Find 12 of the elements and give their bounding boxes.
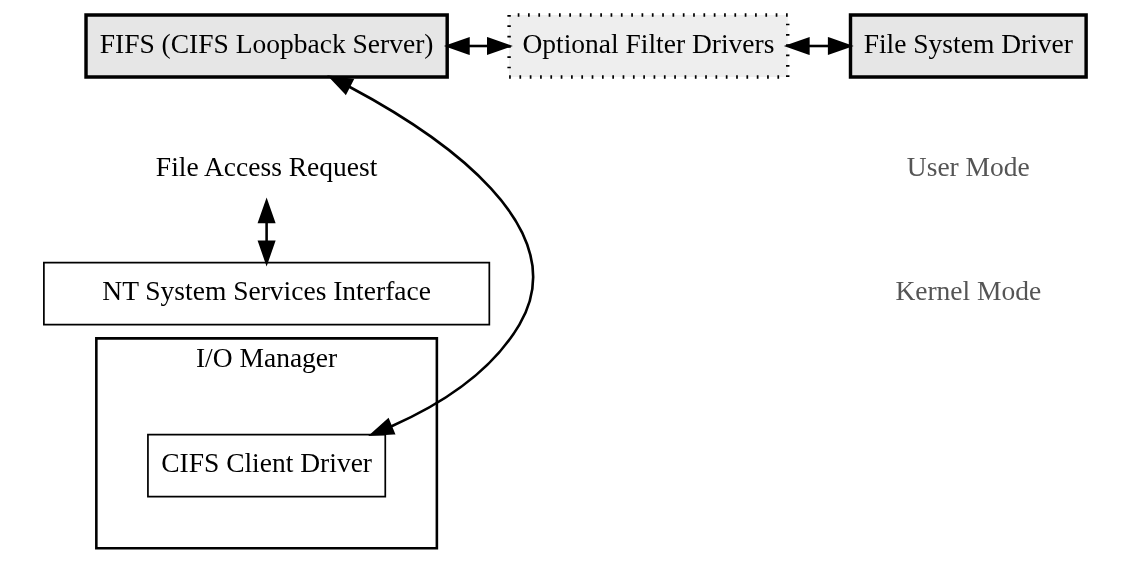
- arrow: [257, 197, 276, 267]
- label: User Mode: [906, 151, 1030, 183]
- node-box: Optional Filter Drivers: [507, 13, 790, 79]
- node-box: CIFS Client Driver: [147, 433, 387, 498]
- node-text: File Access Request: [155, 151, 378, 183]
- node-box: File System Driver: [848, 13, 1088, 79]
- arrow: [443, 36, 513, 56]
- arrow: [327, 75, 535, 436]
- node-box: NT System Services Interface: [43, 261, 491, 326]
- label: Kernel Mode: [895, 275, 1042, 307]
- arrow: [783, 36, 854, 56]
- node-box: FIFS (CIFS Loopback Server): [84, 13, 449, 79]
